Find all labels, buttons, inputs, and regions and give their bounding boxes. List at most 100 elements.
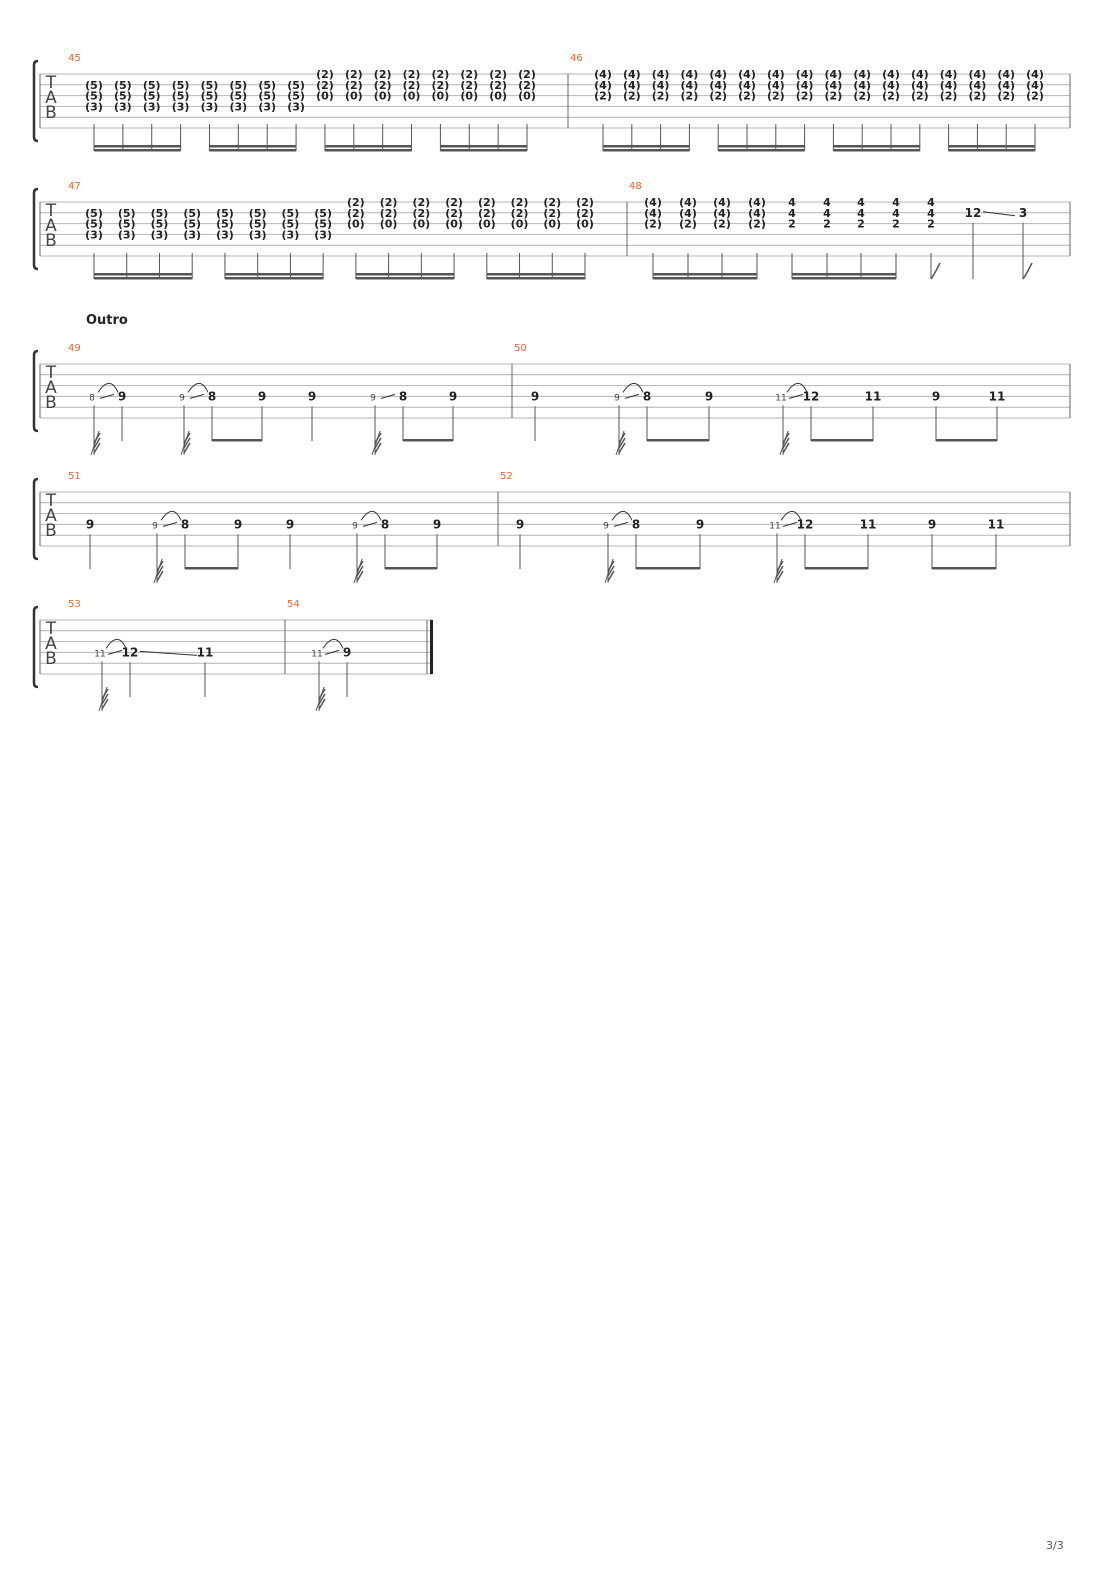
tab-note: (2) <box>478 207 496 220</box>
tab-note: (2) <box>543 207 561 220</box>
tab-note: (5) <box>151 218 169 231</box>
grace-flag <box>183 442 191 454</box>
hammer-arc <box>622 382 644 393</box>
beam <box>718 145 805 148</box>
tab-note: (4) <box>911 79 929 92</box>
tab-note: (3) <box>85 100 103 113</box>
grace-flag <box>101 693 109 705</box>
tab-note: (2) <box>412 207 430 220</box>
tab-note: (2) <box>345 79 363 92</box>
tab-note: 4 <box>892 196 900 209</box>
tab-note: (4) <box>767 68 785 81</box>
tab-note: (4) <box>767 79 785 92</box>
tab-note: (2) <box>1026 90 1044 103</box>
tab-note: (2) <box>432 68 450 81</box>
grace-note: 9 <box>614 393 620 403</box>
tab-note: (0) <box>489 90 507 103</box>
grace-note: 9 <box>352 521 358 531</box>
tab-note: (2) <box>345 68 363 81</box>
tab-note: (4) <box>738 68 756 81</box>
tab-note: 8 <box>208 389 216 403</box>
tab-note: 9 <box>118 389 126 403</box>
beam <box>324 149 412 152</box>
beam <box>385 567 437 570</box>
tab-note: (3) <box>172 100 190 113</box>
tab-note: 9 <box>234 517 242 531</box>
tab-note: 4 <box>927 207 935 220</box>
tab-note: (4) <box>679 196 697 209</box>
grace-note: 11 <box>311 649 322 659</box>
tab-note: (4) <box>969 79 987 92</box>
tab-note: 2 <box>823 218 831 231</box>
beam <box>805 567 868 570</box>
tab-note: (0) <box>374 90 392 103</box>
beam <box>936 439 997 442</box>
tab-note: (3) <box>229 100 247 113</box>
grace-flag <box>156 570 164 582</box>
tab-note: (2) <box>543 196 561 209</box>
tab-note: (5) <box>183 207 201 220</box>
grace-flag <box>156 565 164 577</box>
tab-note: (2) <box>374 79 392 92</box>
grace-slide <box>788 393 804 399</box>
tab-note: (4) <box>709 79 727 92</box>
beam <box>94 149 181 152</box>
beam <box>603 149 690 152</box>
beam <box>636 567 700 570</box>
beam <box>440 145 527 148</box>
tab-note: (4) <box>652 79 670 92</box>
tab-note: (4) <box>681 68 699 81</box>
tab-note: (2) <box>316 79 334 92</box>
tab-note: (2) <box>489 68 507 81</box>
tab-note: (2) <box>594 90 612 103</box>
tab-note: (2) <box>489 79 507 92</box>
tab-note: (3) <box>118 228 136 241</box>
tab-note: (5) <box>287 79 305 92</box>
grace-flag <box>782 442 790 454</box>
grace-slash <box>180 430 190 456</box>
hammer-arc <box>780 510 802 521</box>
tab-note: (2) <box>316 68 334 81</box>
tab-note: (4) <box>940 79 958 92</box>
tab-clef-letter: T <box>45 491 57 511</box>
tab-note: 3 <box>1019 206 1027 220</box>
tab-note: (5) <box>201 79 219 92</box>
tab-clef-letter: B <box>45 393 57 413</box>
tab-note: (0) <box>576 218 594 231</box>
grace-slide <box>162 521 178 527</box>
grace-note: 9 <box>152 521 158 531</box>
system-bracket <box>32 187 39 271</box>
tab-note: (5) <box>258 79 276 92</box>
grace-note: 11 <box>769 521 780 531</box>
grace-slide <box>782 521 798 527</box>
tab-note: (2) <box>460 68 478 81</box>
beam <box>212 439 262 442</box>
grace-slash <box>98 686 108 712</box>
tab-note: (2) <box>853 90 871 103</box>
grace-flag <box>776 570 784 582</box>
grace-flag <box>93 442 101 454</box>
grace-slash <box>315 686 325 712</box>
measure-number: 54 <box>287 599 300 610</box>
grace-flag <box>607 570 615 582</box>
tab-note: (5) <box>85 90 103 103</box>
tab-note: (4) <box>796 68 814 81</box>
beam <box>653 277 757 280</box>
tab-note: (3) <box>314 228 332 241</box>
tab-note: (2) <box>713 218 731 231</box>
tab-note: (4) <box>997 79 1015 92</box>
system-bracket <box>32 605 39 689</box>
tab-note: (4) <box>644 207 662 220</box>
beam <box>224 277 324 280</box>
tab-note: (2) <box>940 90 958 103</box>
beam <box>486 273 585 276</box>
tab-note: 2 <box>892 218 900 231</box>
tab-note: (3) <box>216 228 234 241</box>
tab-note: 2 <box>857 218 865 231</box>
tab-clef-letter: A <box>45 88 57 108</box>
tab-note: 4 <box>857 196 865 209</box>
tab-note: (4) <box>825 68 843 81</box>
measure-number: 45 <box>68 53 81 64</box>
tab-note: 9 <box>433 517 441 531</box>
